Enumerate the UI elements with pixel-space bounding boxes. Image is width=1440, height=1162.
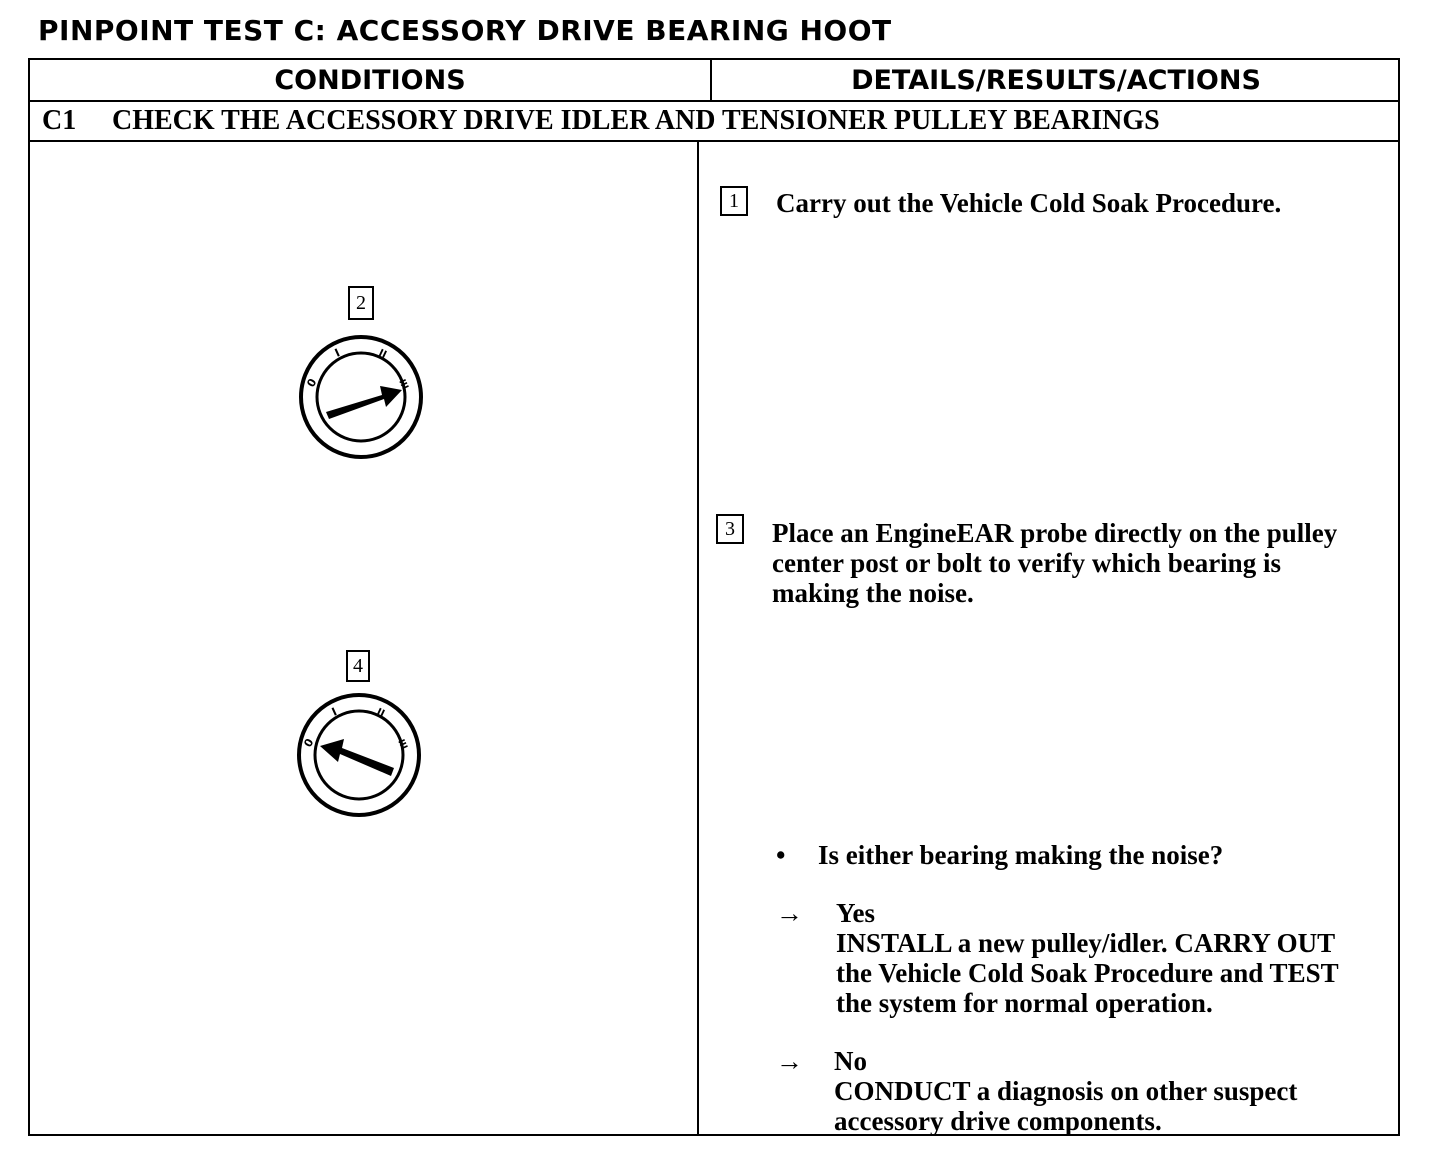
conditions-header: CONDITIONS — [30, 60, 710, 102]
dial-2-number-box: 2 — [348, 286, 374, 320]
yes-branch: Yes INSTALL a new pulley/idler. CARRY OU… — [836, 898, 1339, 1018]
question-text: Is either bearing making the noise? — [818, 840, 1224, 870]
step-3-number: 3 — [725, 517, 735, 540]
dial-mark-2: II — [375, 707, 386, 720]
column-divider — [697, 142, 699, 1136]
step-1-number: 1 — [729, 189, 739, 212]
ignition-switch-dial-off: 0 I II III — [297, 693, 421, 817]
no-action-line: CONDUCT a diagnosis on other suspect — [834, 1076, 1298, 1106]
no-action-line: accessory drive components. — [834, 1106, 1162, 1136]
no-branch: No CONDUCT a diagnosis on other suspect … — [834, 1046, 1297, 1136]
step-3-line: making the noise. — [772, 578, 974, 608]
step-3-number-box: 3 — [716, 514, 744, 544]
yes-label: Yes — [836, 898, 875, 928]
step-code: C1 — [42, 105, 77, 136]
dial-4-number: 4 — [353, 654, 363, 677]
yes-action-line: INSTALL a new pulley/idler. CARRY OUT — [836, 928, 1336, 958]
step-title: CHECK THE ACCESSORY DRIVE IDLER AND TENS… — [112, 105, 1160, 136]
yes-action-line: the Vehicle Cold Soak Procedure and TEST — [836, 958, 1339, 988]
step-3-line: center post or bolt to verify which bear… — [772, 548, 1281, 578]
no-label: No — [834, 1046, 867, 1076]
dial-2-number: 2 — [356, 291, 366, 314]
bullet-point: • — [776, 840, 786, 870]
yes-action-line: the system for normal operation. — [836, 988, 1213, 1018]
dial-4-number-box: 4 — [346, 650, 370, 682]
dial-pointer-arrow — [326, 386, 402, 419]
dial-pointer-arrow — [320, 739, 394, 776]
page-title: PINPOINT TEST C: ACCESSORY DRIVE BEARING… — [38, 14, 892, 47]
no-arrow-icon: → — [776, 1046, 803, 1076]
step-3-text: Place an EngineEAR probe directly on the… — [772, 518, 1337, 608]
details-header: DETAILS/RESULTS/ACTIONS — [710, 60, 1400, 102]
dial-mark-2: II — [377, 348, 388, 361]
dial-mark-3: III — [395, 738, 408, 751]
dial-mark-1: I — [333, 346, 342, 360]
step-1-text: Carry out the Vehicle Cold Soak Procedur… — [776, 188, 1282, 218]
step-3-line: Place an EngineEAR probe directly on the… — [772, 518, 1338, 548]
step-row: C1 CHECK THE ACCESSORY DRIVE IDLER AND T… — [30, 102, 1398, 142]
dial-mark-1: I — [330, 705, 339, 719]
step-1-number-box: 1 — [720, 186, 748, 216]
ignition-switch-dial-run: 0 I II III — [299, 335, 423, 459]
dial-mark-3: III — [396, 378, 409, 391]
dial-inner-ring — [315, 351, 407, 443]
yes-arrow-icon: → — [776, 898, 803, 928]
pinpoint-test-table: CONDITIONS DETAILS/RESULTS/ACTIONS C1 CH… — [28, 58, 1400, 1136]
